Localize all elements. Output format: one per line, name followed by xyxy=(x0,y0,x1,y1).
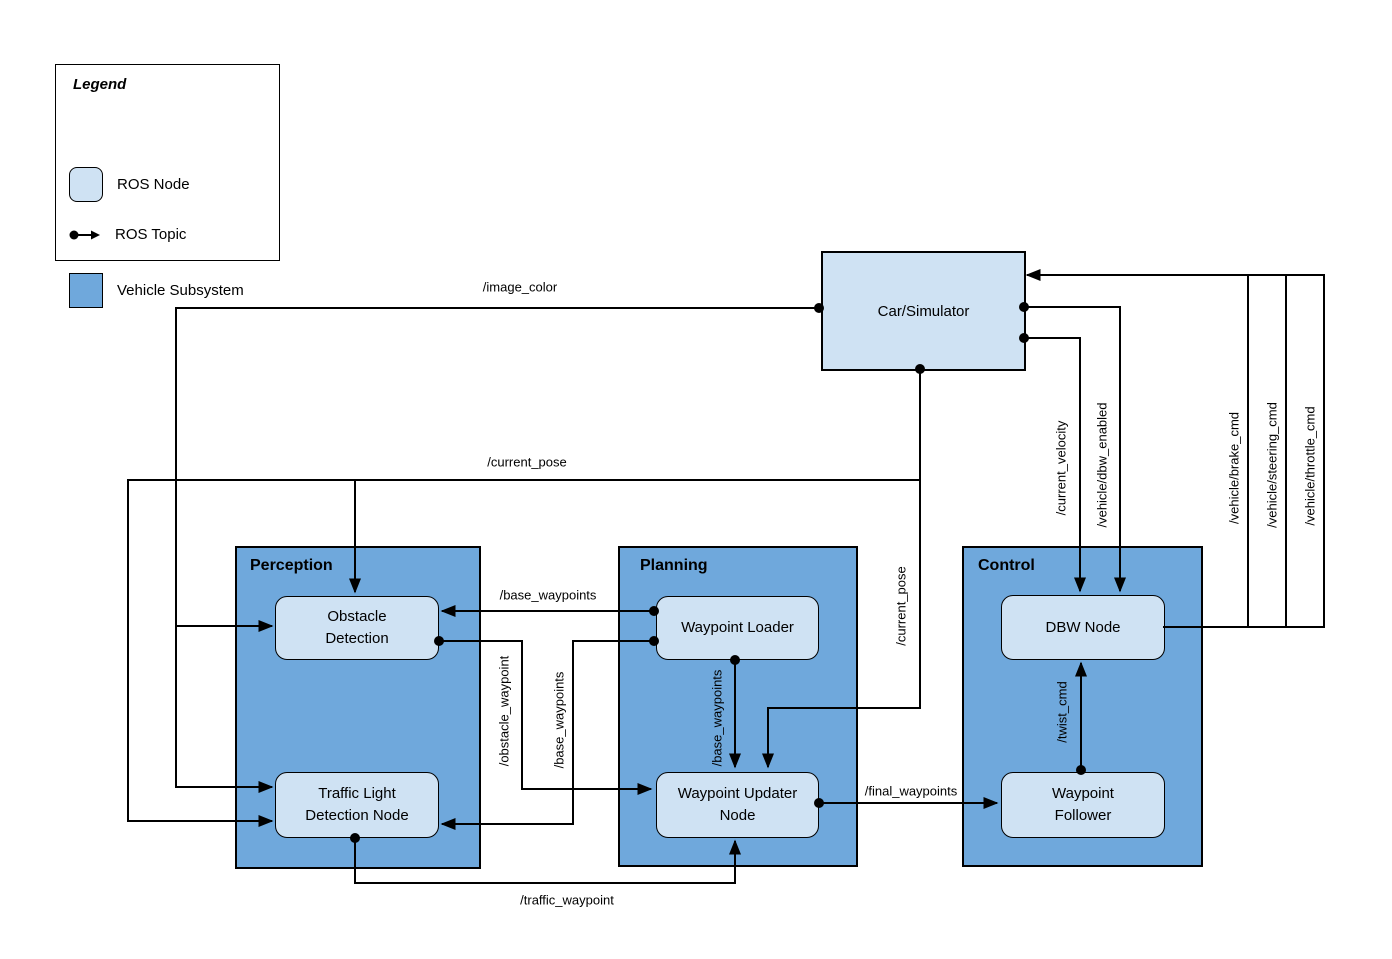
edge-current-pose xyxy=(127,367,921,827)
topic-label-traffic-waypoint: /traffic_waypoint xyxy=(520,892,614,908)
legend-item-ros-topic: ROS Topic xyxy=(69,226,186,243)
topic-label-current-velocity: /current_velocity xyxy=(1053,420,1069,516)
node-dbw-label: DBW Node xyxy=(1045,618,1121,636)
node-obstacle-detection: Obstacle Detection xyxy=(275,596,439,660)
node-waypoint-updater-label: Waypoint Updater Node xyxy=(677,785,798,824)
topic-label-twist-cmd: /twist_cmd xyxy=(1054,681,1070,743)
node-waypoint-loader-label: Waypoint Loader xyxy=(681,619,794,637)
edge-obstacle-waypoint xyxy=(437,640,653,795)
edge-image-color xyxy=(175,307,821,793)
edge-current-velocity xyxy=(1022,337,1086,593)
legend-item-vehicle-subsystem-label: Vehicle Subsystem xyxy=(117,282,244,299)
legend-item-ros-node-label: ROS Node xyxy=(117,176,190,193)
topic-label-base-waypoints-top: /base_waypoints xyxy=(499,587,597,603)
topic-label-obstacle-waypoint: /obstacle_waypoint xyxy=(496,655,512,767)
node-traffic-light-detection: Traffic Light Detection Node xyxy=(275,772,439,838)
node-waypoint-follower: Waypoint Follower xyxy=(1001,772,1165,838)
node-waypoint-follower-label: Waypoint Follower xyxy=(1052,785,1114,824)
node-traffic-light-detection-label: Traffic Light Detection Node xyxy=(305,785,409,824)
subsystem-perception-title: Perception xyxy=(250,557,333,574)
ros-topic-glyph xyxy=(69,230,100,239)
edge-vehicle-cmds xyxy=(1025,269,1325,628)
node-waypoint-updater: Waypoint Updater Node xyxy=(656,772,819,838)
node-dbw: DBW Node xyxy=(1001,595,1165,660)
node-waypoint-loader: Waypoint Loader xyxy=(656,596,819,660)
legend-title: Legend xyxy=(73,76,127,93)
topic-label-current-pose-vertical: /current_pose xyxy=(893,566,909,646)
edge-base-waypoints-to-traffic-light xyxy=(440,640,656,830)
vehicle-subsystem-swatch xyxy=(69,273,103,308)
topic-label-current-pose: /current_pose xyxy=(487,454,567,470)
node-obstacle-detection-label: Obstacle Detection xyxy=(325,608,389,647)
topic-label-vehicle-throttle-cmd: /vehicle/throttle_cmd xyxy=(1302,406,1318,526)
topic-label-final-waypoints: /final_waypoints xyxy=(864,783,958,799)
legend-item-ros-node: ROS Node xyxy=(69,167,190,202)
topic-label-base-waypoints-planning: /base_waypoints xyxy=(709,669,725,767)
topic-label-image-color: /image_color xyxy=(482,279,558,295)
subsystem-planning-title: Planning xyxy=(640,557,708,574)
edge-vehicle-dbw-enabled xyxy=(1022,306,1126,593)
node-car-simulator-label: Car/Simulator xyxy=(877,302,970,320)
topic-label-vehicle-brake-cmd: /vehicle/brake_cmd xyxy=(1226,412,1242,524)
edge-traffic-waypoint xyxy=(354,836,741,884)
legend-item-vehicle-subsystem: Vehicle Subsystem xyxy=(69,273,244,308)
topic-source-dots xyxy=(350,302,1086,843)
topic-label-base-waypoints-mid: /base_waypoints xyxy=(551,671,567,769)
topic-label-vehicle-dbw-enabled: /vehicle/dbw_enabled xyxy=(1094,402,1110,528)
ros-node-swatch xyxy=(69,167,103,202)
legend-box: Legend ROS Node ROS Topic Vehicle Subsys… xyxy=(55,64,280,308)
subsystem-control-title: Control xyxy=(978,557,1035,574)
legend-item-ros-topic-label: ROS Topic xyxy=(115,226,187,243)
topic-label-vehicle-steering-cmd: /vehicle/steering_cmd xyxy=(1264,402,1280,528)
